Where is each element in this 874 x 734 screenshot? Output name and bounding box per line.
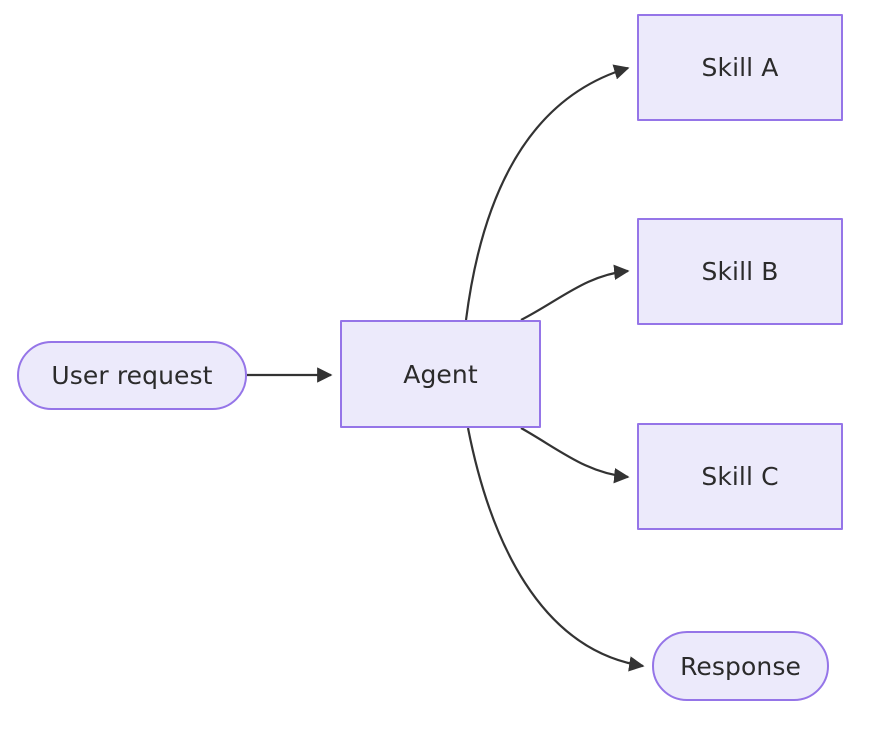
node-skill-b-label: Skill B xyxy=(701,257,779,286)
edge-agent-to-response xyxy=(466,427,645,672)
edge-agent-to-skill-a xyxy=(464,64,630,321)
node-response-label: Response xyxy=(680,651,801,681)
edge-agent-to-skill-c xyxy=(520,427,630,484)
node-agent-label: Agent xyxy=(403,359,478,389)
node-skill-b[interactable]: Skill B xyxy=(637,218,843,325)
node-agent[interactable]: Agent xyxy=(340,320,541,428)
node-user-request-label: User request xyxy=(51,361,213,390)
node-skill-c[interactable]: Skill C xyxy=(637,423,843,530)
edge-agent-to-skill-b xyxy=(520,264,630,321)
node-response[interactable]: Response xyxy=(652,631,829,701)
node-skill-a-label: Skill A xyxy=(701,53,779,82)
node-skill-a[interactable]: Skill A xyxy=(637,14,843,121)
node-skill-c-label: Skill C xyxy=(701,462,779,491)
node-user-request[interactable]: User request xyxy=(17,341,247,410)
